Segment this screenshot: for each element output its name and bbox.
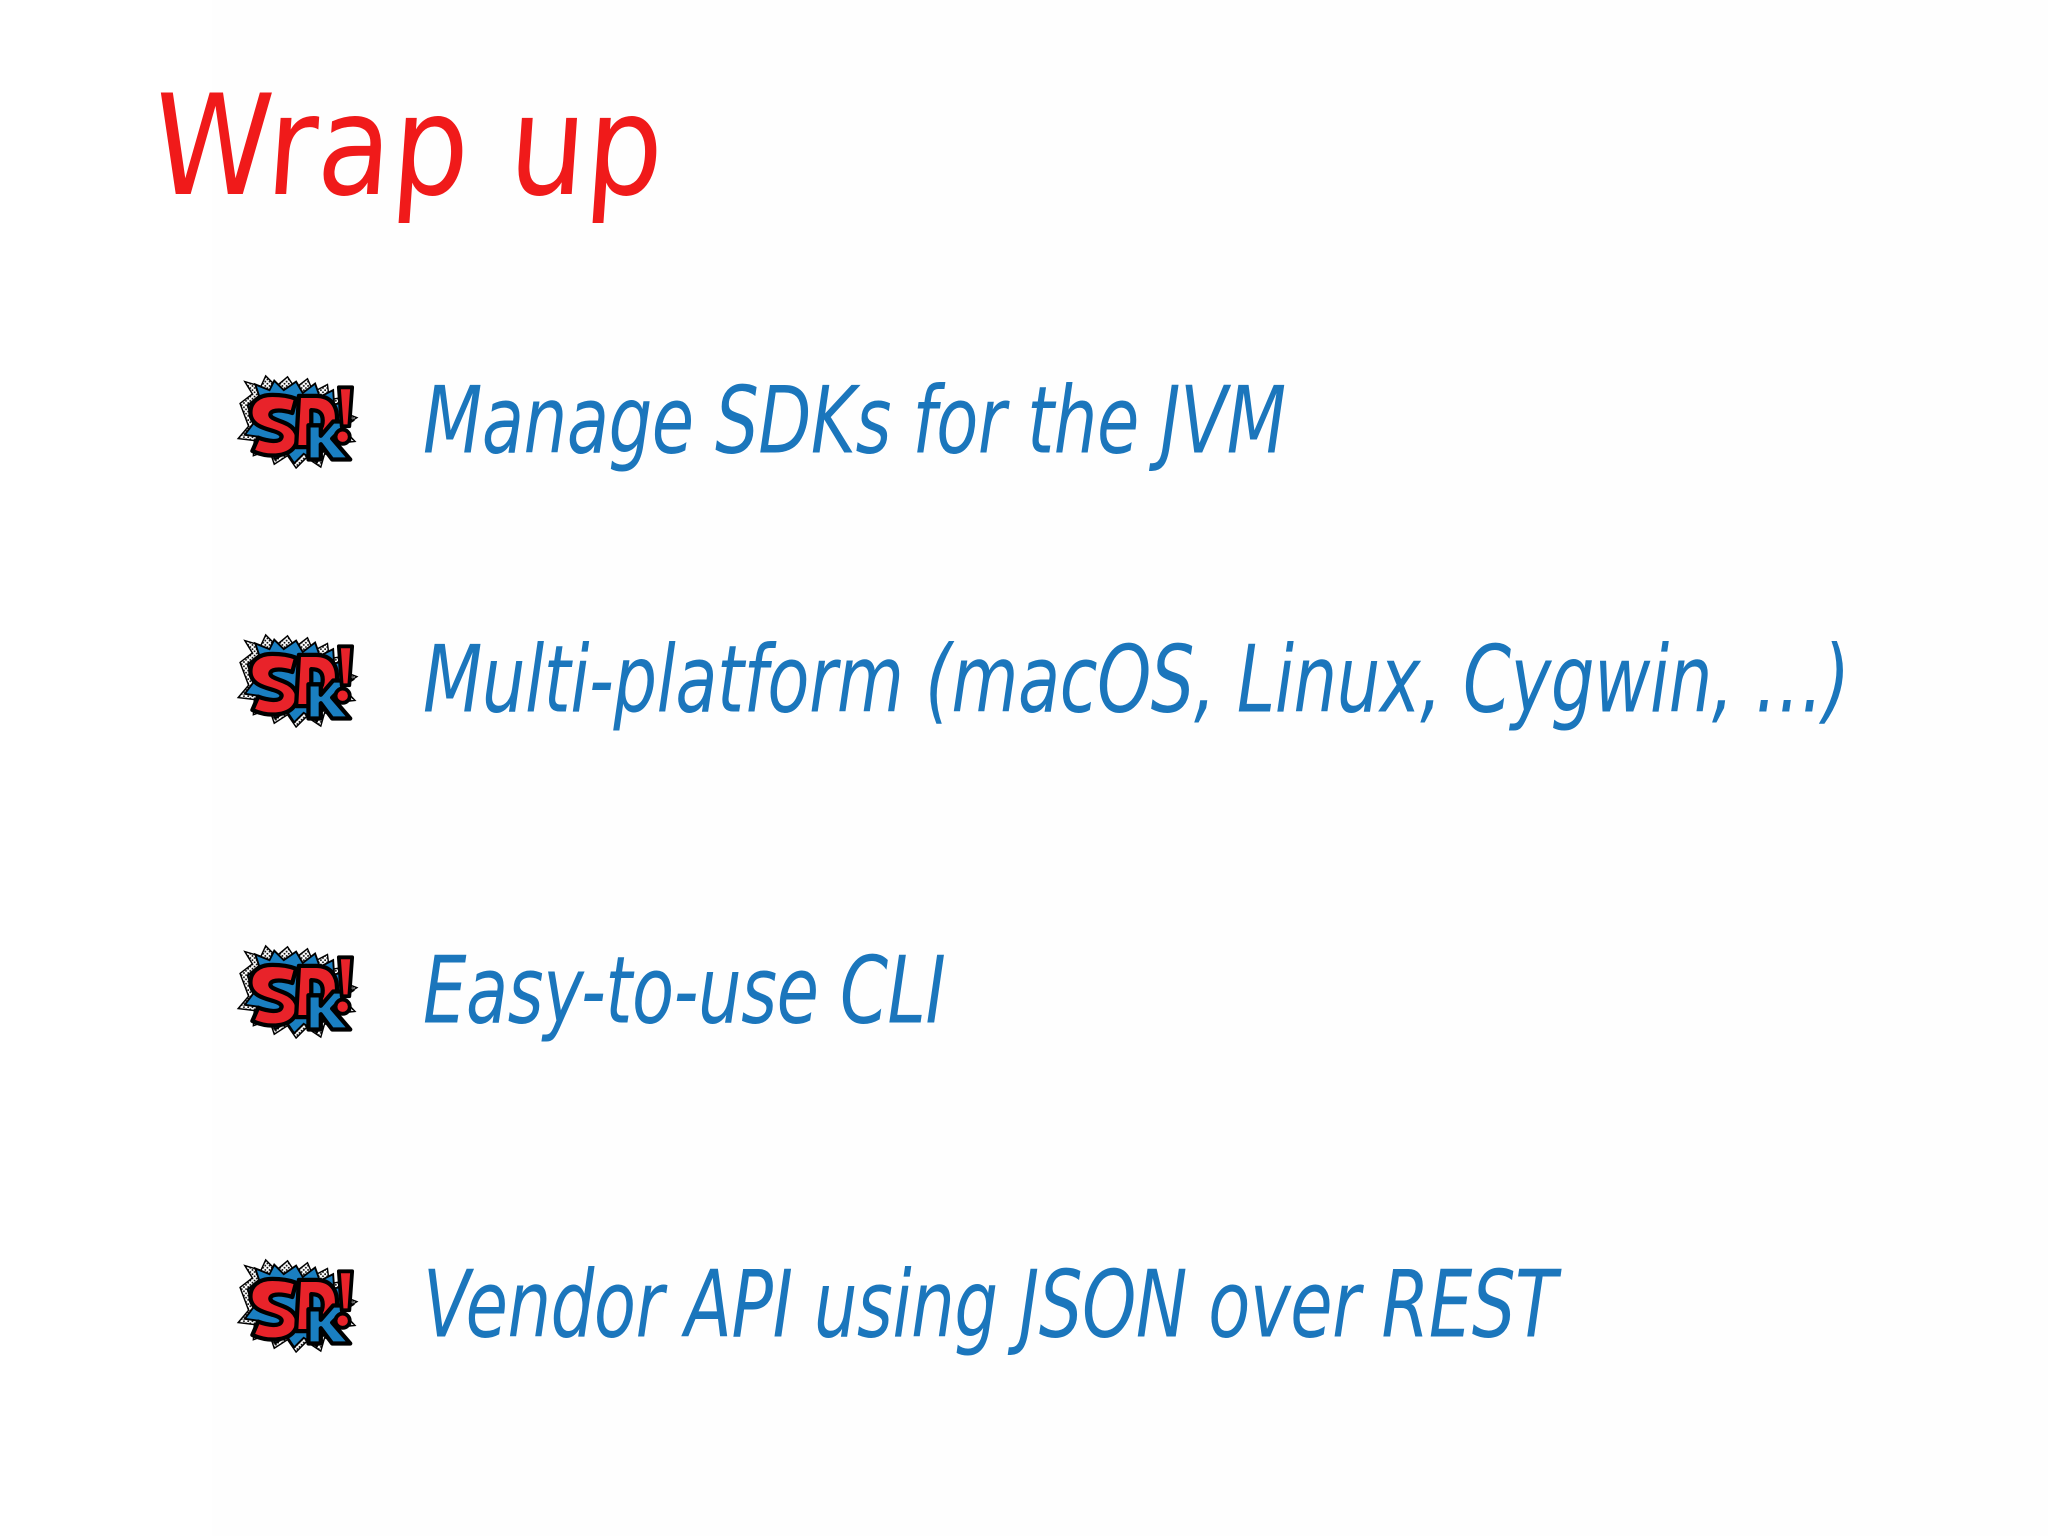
list-item: Manage SDKs for the JVM <box>236 366 1426 476</box>
sdkman-logo-icon <box>236 944 359 1039</box>
list-item: Multi-platform (macOS, Linux, Cygwin, …) <box>236 625 2048 735</box>
list-item: Vendor API using JSON over REST <box>236 1250 1741 1360</box>
slide-left-band <box>0 0 212 1536</box>
list-item: Easy-to-use CLI <box>236 936 1030 1046</box>
list-item-label: Manage SDKs for the JVM <box>423 366 1286 475</box>
list-item-label: Vendor API using JSON over REST <box>423 1250 1557 1359</box>
sdkman-logo-icon <box>236 1258 359 1353</box>
list-item-label: Multi-platform (macOS, Linux, Cygwin, …) <box>423 625 1850 734</box>
sdkman-logo-icon <box>236 374 359 469</box>
list-item-label: Easy-to-use CLI <box>423 936 946 1045</box>
sdkman-logo-icon <box>236 633 359 728</box>
slide-background <box>212 0 2048 1536</box>
